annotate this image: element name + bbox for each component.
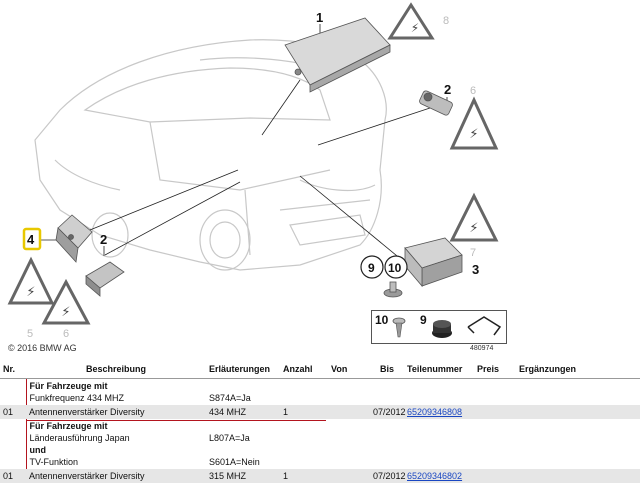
warning-ref-5: 5 (27, 328, 33, 340)
table-row[interactable]: 01 Antennenverstärker Diversity 315 MHZ … (0, 469, 640, 483)
col-preis: Preis (474, 360, 516, 379)
col-ergaenzungen: Ergänzungen (516, 360, 640, 379)
warning-esd-icon (449, 192, 499, 242)
row-nr: 01 (0, 405, 26, 419)
part-4-module (55, 214, 93, 263)
condition-row: Für Fahrzeuge mit Länderausführung Japan… (0, 419, 640, 469)
condition-title: Für Fahrzeuge mit (29, 381, 108, 391)
part-1-module (284, 17, 391, 93)
screw-icon (392, 317, 406, 338)
condition-line: Funkfrequenz 434 MHZ (29, 393, 125, 403)
svg-text:⚡: ⚡ (469, 127, 478, 142)
warning-ref-6-left: 6 (63, 328, 69, 340)
svg-text:⚡: ⚡ (411, 21, 419, 35)
figure-id: 480974 (470, 345, 494, 352)
row-qty: 1 (280, 405, 328, 419)
legend-label-10: 10 (375, 313, 389, 327)
condition-und: und (29, 445, 47, 455)
row-qty: 1 (280, 469, 328, 483)
condition-code: L807A=Ja (209, 433, 250, 443)
col-beschreibung: Beschreibung (26, 360, 206, 379)
col-anzahl: Anzahl (280, 360, 328, 379)
screw-part (383, 281, 403, 298)
condition-code: S601A=Nein (209, 457, 260, 467)
row-desc: Antennenverstärker Diversity (26, 469, 206, 483)
row-von (328, 405, 370, 419)
part-3-module (404, 237, 463, 288)
condition-line: Länderausführung Japan (29, 433, 130, 443)
warning-ref-7: 7 (470, 247, 476, 259)
warning-ref-8: 8 (443, 15, 449, 27)
callout-9: 9 (368, 261, 375, 275)
callout-2-left: 2 (100, 232, 107, 247)
callout-10-circle (384, 255, 408, 279)
svg-text:⚡: ⚡ (26, 285, 35, 300)
warning-esd-icon (41, 278, 91, 325)
svg-text:⚡: ⚡ (61, 305, 70, 320)
col-erlaeuterungen: Erläuterungen (206, 360, 280, 379)
callout-4: 4 (27, 232, 35, 247)
part-2-antenna-left (85, 261, 125, 297)
callout-4-highlight (22, 227, 42, 251)
col-bis: Bis (370, 360, 404, 379)
table-row[interactable]: 01 Antennenverstärker Diversity 434 MHZ … (0, 405, 640, 419)
legend-label-9: 9 (420, 313, 427, 327)
condition-code: S874A=Ja (209, 393, 251, 403)
condition-title: Für Fahrzeuge mit (29, 421, 108, 431)
part-number-link[interactable]: 65209346802 (407, 471, 463, 481)
parts-table: Nr. Beschreibung Erläuterungen Anzahl Vo… (0, 360, 640, 483)
row-nr: 01 (0, 469, 26, 483)
col-von: Von (328, 360, 370, 379)
grommet-icon (432, 320, 452, 338)
col-teilenummer: Teilenummer (404, 360, 474, 379)
row-desc: Antennenverstärker Diversity (26, 405, 206, 419)
warning-esd-icon (387, 2, 435, 40)
part-number-link[interactable]: 65209346808 (407, 407, 463, 417)
row-note: 315 MHZ (206, 469, 280, 483)
callout-10: 10 (388, 261, 402, 275)
divider (26, 420, 326, 421)
warning-esd-icon (7, 256, 55, 305)
row-bis: 07/2012 (370, 469, 406, 483)
legend-box: 10 9 (371, 310, 507, 344)
callout-9-circle (360, 255, 384, 279)
clip-icon (467, 316, 502, 336)
svg-text:⚡: ⚡ (469, 221, 478, 236)
warning-ref-6-right: 6 (470, 85, 476, 97)
copyright: © 2016 BMW AG (8, 343, 77, 353)
table-header-row: Nr. Beschreibung Erläuterungen Anzahl Vo… (0, 360, 640, 379)
part-2-antenna-right (419, 90, 453, 116)
row-bis: 07/2012 (370, 405, 406, 419)
condition-row: Für Fahrzeuge mit Funkfrequenz 434 MHZ S… (0, 378, 640, 405)
condition-line: TV-Funktion (29, 457, 79, 467)
row-note: 434 MHZ (206, 405, 280, 419)
col-nr: Nr. (0, 360, 26, 379)
callout-3: 3 (472, 262, 479, 277)
parts-diagram: ⚡ ⚡ ⚡ ⚡ ⚡ 1 2 3 2 4 9 10 8 6 7 5 6 (7, 2, 499, 340)
warning-esd-icon (449, 96, 499, 150)
callout-1: 1 (316, 10, 323, 25)
callout-2-right: 2 (444, 82, 451, 97)
